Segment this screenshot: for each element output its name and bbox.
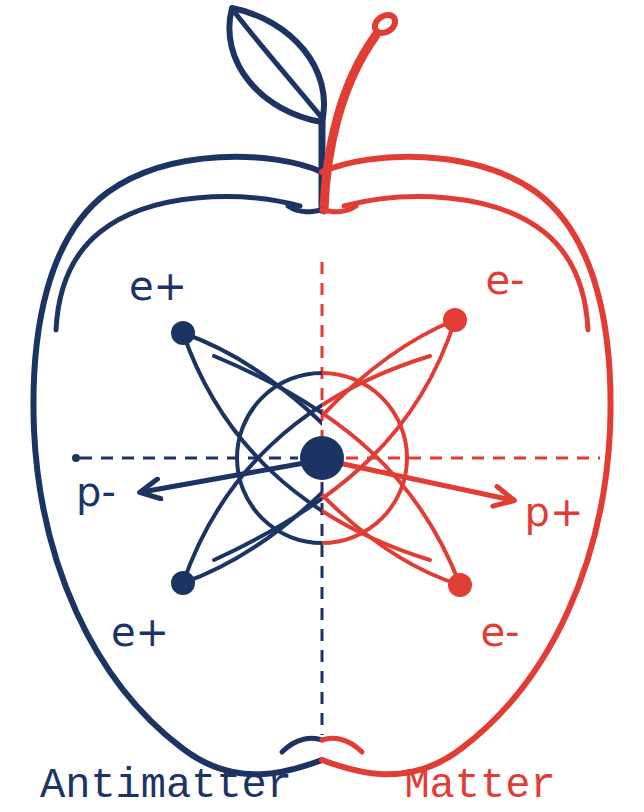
orbit-line [322, 333, 430, 560]
axis-dashed [80, 457, 298, 460]
leaf-vein [236, 14, 322, 118]
axis-dot [72, 454, 80, 462]
stem-base [322, 206, 356, 212]
orbit-line [322, 356, 460, 585]
orbit-line [214, 320, 322, 560]
apple-bottom [322, 738, 362, 752]
nucleus [300, 436, 344, 480]
particle-label: e- [485, 260, 524, 300]
stem-matter [324, 35, 376, 210]
apple-bottom [282, 738, 322, 752]
axis-dashed [346, 457, 600, 460]
side-caption: Antimatter [40, 765, 292, 807]
positron-dot [171, 571, 195, 595]
apple-contour [56, 197, 300, 330]
orbit-line [322, 356, 460, 585]
orbit-line [183, 356, 322, 583]
orbit-line [183, 333, 322, 560]
electron-dot [443, 308, 467, 332]
electron-dot [448, 573, 472, 597]
leaf [229, 8, 324, 122]
positron-dot [171, 321, 195, 345]
orbit-line [183, 356, 322, 583]
side-caption: Matter [404, 765, 555, 807]
momentum-arrow [142, 462, 310, 492]
apple-contour [344, 197, 588, 330]
particle-label: p+ [525, 492, 584, 532]
orbit-line [183, 333, 322, 560]
apple-outline-antimatter [33, 157, 322, 775]
particle-label: e+ [129, 266, 187, 306]
momentum-arrow [334, 462, 512, 500]
particle-label: p- [76, 472, 116, 512]
axis-dashed [321, 482, 324, 735]
stem-tip [371, 11, 398, 37]
particle-label: e- [480, 612, 519, 652]
stem-base [288, 206, 322, 212]
particle-label: e+ [111, 612, 169, 652]
